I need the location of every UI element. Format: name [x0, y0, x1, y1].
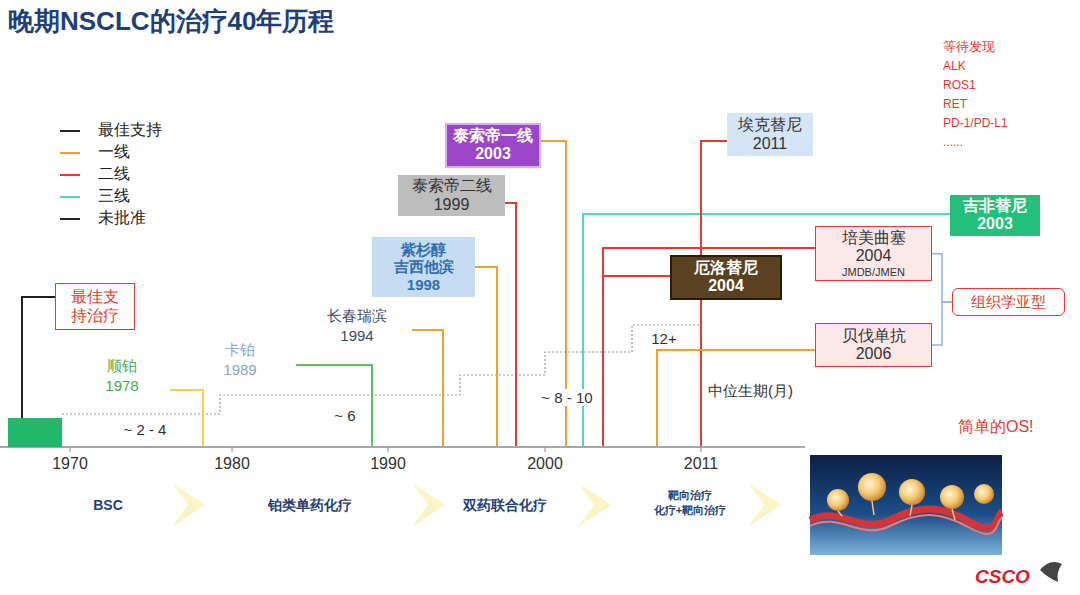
timeline-label: 1990	[370, 455, 406, 473]
legend-swatch	[60, 174, 80, 176]
legend-row: 最佳支持	[60, 120, 162, 141]
box-text: 吉西他滨	[394, 258, 454, 275]
box-text: 2006	[856, 345, 892, 363]
timeline-label: 2011	[684, 455, 718, 473]
timeline-label: 12+	[649, 330, 678, 347]
timeline-label: PD-1/PD-L1	[943, 117, 1008, 131]
drug-box: 吉非替尼2003	[950, 195, 1040, 236]
timeline-label: 卡铂	[225, 341, 255, 358]
timeline-label: 中位生期(月)	[706, 382, 795, 399]
bracket-connector	[932, 254, 952, 302]
timeline-label: 1994	[340, 327, 373, 344]
timeline-label: 长春瑞滨	[327, 307, 387, 324]
box-text: 1998	[407, 276, 440, 293]
drug-box: 厄洛替尼2004	[670, 255, 782, 300]
legend-row: 二线	[60, 164, 130, 185]
drug-box: 组织学亚型	[952, 288, 1065, 316]
bsc-bar	[8, 418, 62, 447]
drug-box: 泰索帝一线2003	[445, 123, 541, 168]
timeline-label: 1970	[52, 455, 88, 473]
box-text: 1999	[434, 196, 470, 214]
legend-row: 三线	[60, 186, 130, 207]
box-text: 吉非替尼	[963, 197, 1027, 215]
drug-box: 紫杉醇吉西他滨1998	[372, 237, 475, 297]
box-text: 2004	[856, 247, 892, 265]
box-text: 紫杉醇	[401, 241, 446, 258]
timeline-label: 靶向治疗	[668, 489, 712, 502]
timeline-label: ......	[943, 136, 963, 150]
box-text: 最佳支持治疗	[69, 288, 120, 325]
timeline-label: 1978	[105, 377, 138, 394]
timeline-label: ALK	[943, 60, 966, 74]
timeline-label: 简单的OS!	[958, 418, 1034, 436]
drug-box: 埃克替尼2011	[727, 113, 813, 156]
survival-step-line	[62, 325, 700, 414]
timeline-label: ~ 2 - 4	[122, 421, 169, 438]
legend-text: 未批准	[98, 208, 146, 229]
legend-swatch	[60, 196, 80, 198]
timeline-label: ~ 6	[332, 407, 357, 424]
drug-box: 泰索帝二线1999	[398, 175, 505, 216]
timeline-label: CSCO	[975, 566, 1030, 588]
bracket-connector	[932, 302, 952, 345]
box-text: 2004	[708, 277, 744, 295]
tumor-vessel-illustration	[810, 455, 1002, 555]
box-text: 2011	[753, 135, 787, 153]
page-title: 晚期NSCLC的治疗40年历程	[8, 4, 334, 39]
legend-swatch	[60, 218, 80, 220]
era-chevrons	[172, 483, 781, 527]
box-text: 厄洛替尼	[694, 259, 758, 277]
timeline-label: BSC	[93, 497, 123, 513]
box-text: 泰索帝一线	[453, 127, 533, 145]
legend-text: 二线	[98, 164, 130, 185]
box-text: 培美曲塞	[842, 229, 906, 247]
time-axis	[0, 446, 805, 448]
timeline-label: 2000	[527, 455, 563, 473]
timeline-label: 等待发现	[943, 40, 995, 55]
timeline-label: 顺铂	[107, 357, 137, 374]
box-text: 贝伐单抗	[842, 327, 906, 345]
legend-text: 一线	[98, 142, 130, 163]
legend-row: 一线	[60, 142, 130, 163]
drug-box: 贝伐单抗2006	[815, 323, 932, 367]
logo-mark	[1040, 562, 1062, 582]
legend-swatch	[60, 152, 80, 154]
axis-ticks	[70, 447, 701, 452]
timeline-label: 双药联合化疗	[463, 497, 547, 513]
box-text: 组织学亚型	[971, 293, 1046, 310]
box-text: 2003	[475, 145, 511, 163]
legend-row: 未批准	[60, 208, 146, 229]
box-text: JMDB/JMEN	[842, 266, 905, 279]
legend-text: 三线	[98, 186, 130, 207]
timeline-label: 化疗+靶向治疗	[654, 504, 726, 517]
timeline-label: ROS1	[943, 79, 976, 93]
timeline-label: RET	[943, 98, 967, 112]
timeline-label: 1989	[223, 361, 256, 378]
legend-swatch	[60, 130, 80, 132]
timeline-label: 铂类单药化疗	[268, 497, 352, 513]
box-text: 埃克替尼	[738, 116, 802, 134]
drug-box: 培美曲塞2004JMDB/JMEN	[815, 226, 932, 281]
box-text: 泰索帝二线	[412, 177, 492, 195]
leader-lines	[22, 141, 950, 446]
drug-box: 最佳支持治疗	[55, 283, 135, 330]
legend-text: 最佳支持	[98, 120, 162, 141]
timeline-label: 1980	[214, 455, 250, 473]
timeline-label: ~ 8 - 10	[539, 389, 594, 406]
box-text: 2003	[977, 215, 1013, 233]
